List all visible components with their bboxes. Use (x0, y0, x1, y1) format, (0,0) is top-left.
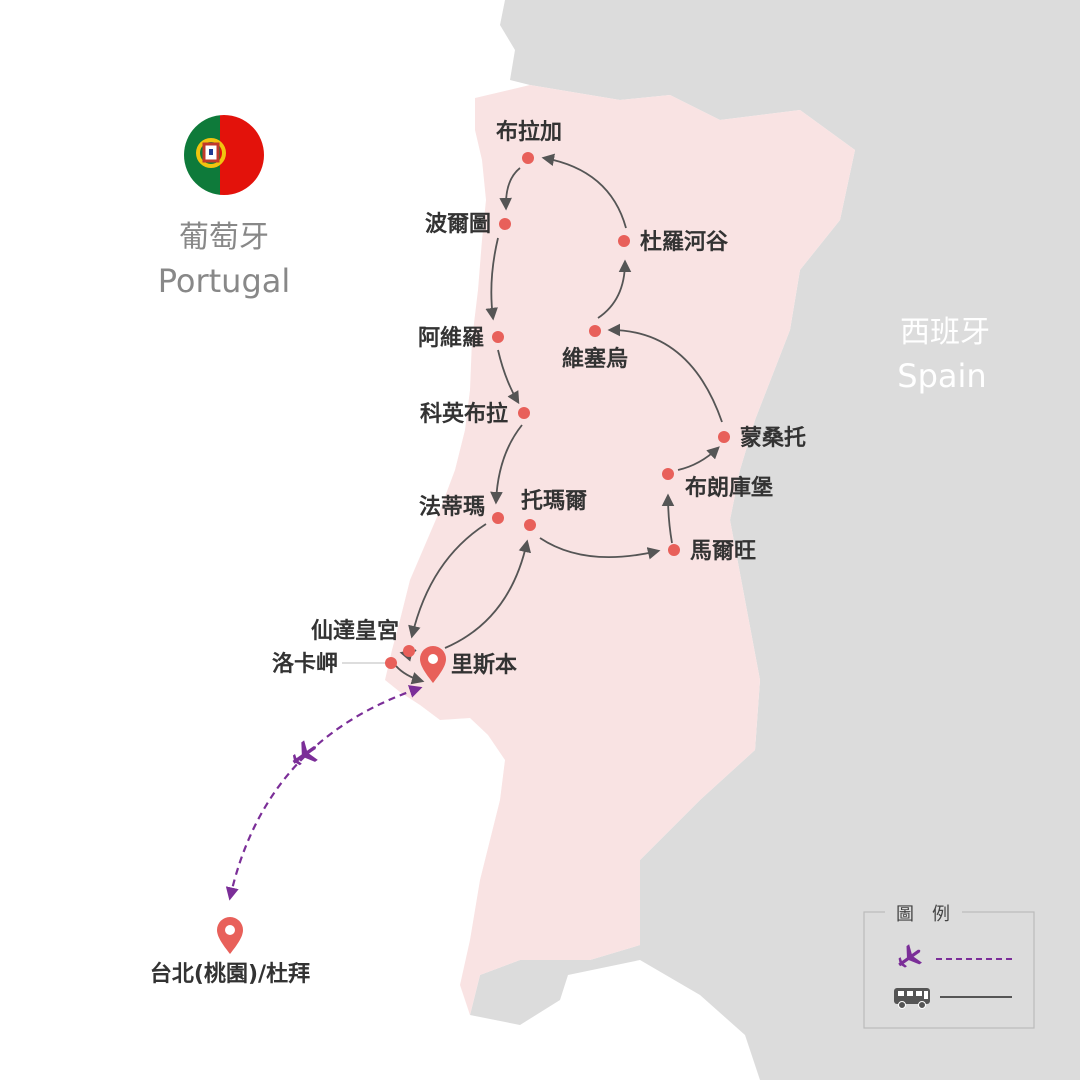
city-dot-belmonte (662, 468, 674, 480)
route-marvao-belmonte (661, 493, 675, 544)
route-braga-porto (499, 167, 521, 211)
route-coimbra-fatima (490, 424, 523, 505)
legend-airplane-icon (898, 944, 922, 968)
city-label-porto: 波爾圖 (425, 212, 491, 237)
city-dots (385, 152, 730, 669)
flight-route (225, 685, 423, 901)
lisbon-pin-icon (420, 646, 446, 683)
city-dot-sintra (403, 645, 415, 657)
taipei-pin-icon (217, 917, 243, 954)
route-lisbon-tomar (444, 539, 532, 649)
spain-landmass (470, 0, 1080, 1080)
spain-label-zh: 西班牙 (900, 315, 990, 350)
route-monsanto-viseu (607, 323, 723, 423)
route-tomar-marvao (539, 537, 661, 560)
city-dot-coimbra (518, 407, 530, 419)
city-label-douro: 杜羅河谷 (640, 230, 729, 255)
route-roca-lisbon (395, 665, 425, 685)
city-dot-tomar (524, 519, 536, 531)
portugal-flag-icon (184, 115, 264, 195)
route-viseu-douro (597, 259, 632, 319)
city-dot-viseu (589, 325, 601, 337)
city-label-braga: 布拉加 (496, 119, 562, 145)
city-label-belmonte: 布朗庫堡 (685, 475, 773, 501)
legend-border (863, 911, 1035, 1029)
city-label-tomar: 托瑪爾 (521, 489, 587, 514)
city-label-roca: 洛卡岬 (272, 651, 338, 677)
city-label-coimbra: 科英布拉 (420, 401, 508, 427)
city-label-sintra: 仙達皇宮 (311, 618, 399, 644)
legend-bus-icon (894, 988, 930, 1009)
city-dot-roca (385, 657, 397, 669)
spain-label-en: Spain (897, 357, 986, 395)
city-dot-fatima (492, 512, 504, 524)
city-label-fatima: 法蒂瑪 (419, 495, 485, 520)
legend-title: 圖 例 (896, 904, 950, 925)
legend: 圖 例 (863, 904, 1035, 1029)
city-dot-aveiro (492, 331, 504, 343)
city-dot-marvao (668, 544, 680, 556)
city-label-monsanto: 蒙桑托 (740, 426, 806, 451)
city-label-viseu: 維塞烏 (562, 346, 628, 372)
bus-route (395, 153, 723, 685)
portugal-label-en: Portugal (158, 262, 291, 300)
city-label-marvao: 馬爾旺 (690, 539, 756, 564)
airplane-icon (292, 740, 318, 766)
route-douro-braga (541, 153, 627, 229)
city-dot-porto (499, 218, 511, 230)
city-label-lisbon: 里斯本 (451, 652, 517, 678)
city-dot-monsanto (718, 431, 730, 443)
city-label-aveiro: 阿維羅 (418, 325, 484, 351)
portugal-landmass (385, 85, 855, 1015)
city-label-taipei: 台北(桃園)/杜拜 (150, 961, 310, 987)
route-porto-aveiro (485, 237, 499, 321)
city-dot-douro (618, 235, 630, 247)
city-dot-braga (522, 152, 534, 164)
portugal-label-zh: 葡萄牙 (179, 220, 269, 255)
route-aveiro-coimbra (497, 349, 520, 405)
route-fatima-sintra (408, 523, 487, 639)
route-belmonte-monsanto (677, 446, 720, 471)
